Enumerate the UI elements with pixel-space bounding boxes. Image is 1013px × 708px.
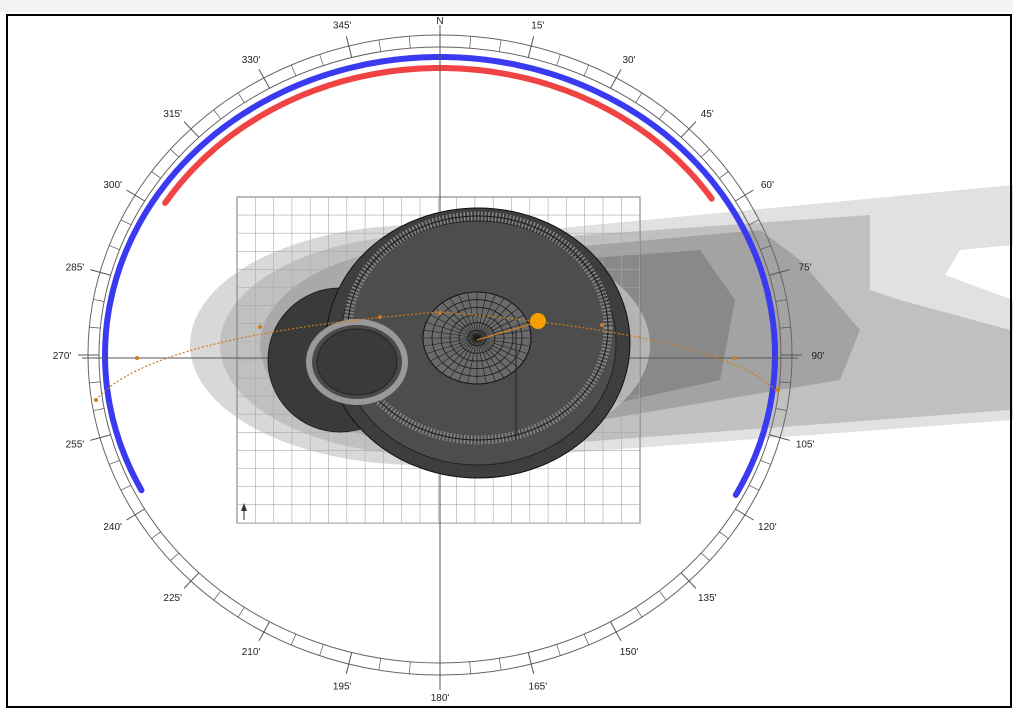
- hour-marker: [94, 398, 98, 402]
- sun-ray: [476, 321, 539, 341]
- bearing-label: 30': [622, 55, 635, 66]
- bearing-label: 195': [333, 681, 352, 692]
- bearing-label: 45': [701, 109, 714, 120]
- bearing-label: 330': [242, 55, 261, 66]
- bearing-label: 210': [242, 647, 261, 658]
- hour-marker: [733, 356, 737, 360]
- bearing-label: 105': [796, 440, 815, 451]
- hour-marker: [600, 323, 604, 327]
- hour-marker: [258, 325, 262, 329]
- bearing-label: 60': [761, 180, 774, 191]
- bearing-label: 270': [53, 351, 72, 362]
- north-label: N: [436, 16, 443, 27]
- viewport-frame: [6, 14, 1012, 708]
- bearing-label: 180': [431, 693, 450, 704]
- bearing-label: 300': [103, 180, 122, 191]
- bearing-label: 15': [531, 21, 544, 32]
- bearing-label: 285': [66, 262, 85, 273]
- sun-position-marker[interactable]: [530, 313, 546, 329]
- blue-azimuth-arc: [101, 54, 779, 498]
- north-arrow-icon: [241, 503, 247, 520]
- bearing-label: 225': [163, 593, 182, 604]
- red-azimuth-arc: [162, 65, 715, 206]
- hour-marker: [135, 356, 139, 360]
- bearing-label: 255': [66, 440, 85, 451]
- bearing-label: 240': [103, 522, 122, 533]
- bearing-label: 90': [811, 351, 824, 362]
- bearing-label: 135': [698, 593, 717, 604]
- bearing-label: 165': [529, 681, 548, 692]
- sun-path-hour-markers: [94, 311, 780, 402]
- bearing-label: 120': [758, 522, 777, 533]
- building-model[interactable]: [267, 207, 631, 479]
- hour-marker: [776, 388, 780, 392]
- bearing-label: 315': [163, 109, 182, 120]
- bearing-labels: 15' 30' 45' 60' 75' 90' 105' 120' 135' 150' 165' 18…: [53, 21, 825, 704]
- top-strip: [0, 0, 1013, 12]
- hour-marker: [378, 315, 382, 319]
- bearing-label: 345': [333, 21, 352, 32]
- bearing-label: 75': [799, 262, 812, 273]
- hour-marker: [438, 311, 442, 315]
- bearing-label: 150': [620, 647, 639, 658]
- central-dome: [422, 291, 532, 385]
